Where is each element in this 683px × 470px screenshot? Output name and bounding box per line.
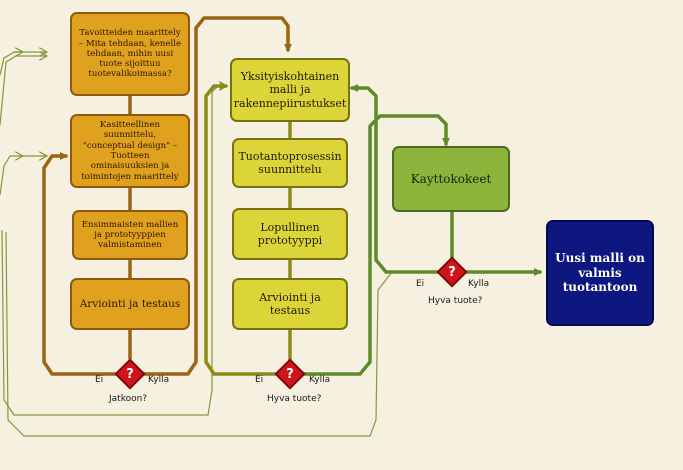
production-process-text: Tuotantoprosessin suunnittelu — [238, 149, 342, 176]
detailed-model-box: Yksityiskohtainen malli ja rakennepiirus… — [230, 58, 350, 122]
production-ready-text: Uusi malli on valmis tuotantoon — [555, 251, 645, 295]
decision-2-question: Hyva tuote? — [267, 394, 322, 404]
user-trials-text: Kayttokokeet — [410, 171, 492, 186]
decision-2-no-label: Ei — [255, 375, 264, 385]
goal-definition-text: Tavoitteiden maarittely – Mita tehdaan, … — [78, 28, 182, 80]
decision-1-question: Jatkoon? — [109, 394, 148, 404]
goal-definition-box: Tavoitteiden maarittely – Mita tehdaan, … — [70, 12, 190, 96]
evaluation-text-2: Arviointi ja testaus — [259, 290, 321, 317]
user-trials-box: Kayttokokeet — [392, 146, 510, 212]
evaluation-box-2: Arviointi ja testaus — [232, 278, 348, 330]
orange-connectors — [42, 16, 292, 376]
evaluation-text-1: Arviointi ja testaus — [79, 297, 181, 310]
question-mark-icon: ? — [286, 366, 294, 382]
first-prototypes-text: Ensimmaisten mallien ja prototyyppien va… — [81, 219, 179, 251]
decision-1-no-label: Ei — [95, 375, 104, 385]
production-ready-box: Uusi malli on valmis tuotantoon — [546, 220, 654, 326]
concept-design-text: Kasitteellinen suunnittelu, "conceptual … — [81, 120, 179, 182]
thin-feedback-lines — [0, 52, 438, 437]
decision-2-yes-label: Kylla — [309, 375, 331, 385]
concept-design-box: Kasitteellinen suunnittelu, "conceptual … — [70, 114, 190, 188]
first-prototypes-box: Ensimmaisten mallien ja prototyyppien va… — [72, 210, 188, 260]
evaluation-box-1: Arviointi ja testaus — [70, 278, 190, 330]
production-process-box: Tuotantoprosessin suunnittelu — [232, 138, 348, 188]
decision-3-question: Hyva tuote? — [428, 296, 483, 306]
decision-1-yes-label: Kylla — [148, 375, 170, 385]
question-mark-icon: ? — [126, 366, 134, 382]
green-connectors — [302, 84, 542, 376]
decision-3-no-label: Ei — [416, 279, 425, 289]
final-prototype-box: Lopullinen prototyyppi — [232, 208, 348, 260]
final-prototype-text: Lopullinen prototyyppi — [257, 220, 323, 247]
question-mark-icon: ? — [448, 264, 456, 280]
yellow-connectors — [204, 82, 292, 376]
decision-3-yes-label: Kylla — [468, 279, 490, 289]
detailed-model-text: Yksityiskohtainen malli ja rakennepiirus… — [233, 70, 347, 110]
